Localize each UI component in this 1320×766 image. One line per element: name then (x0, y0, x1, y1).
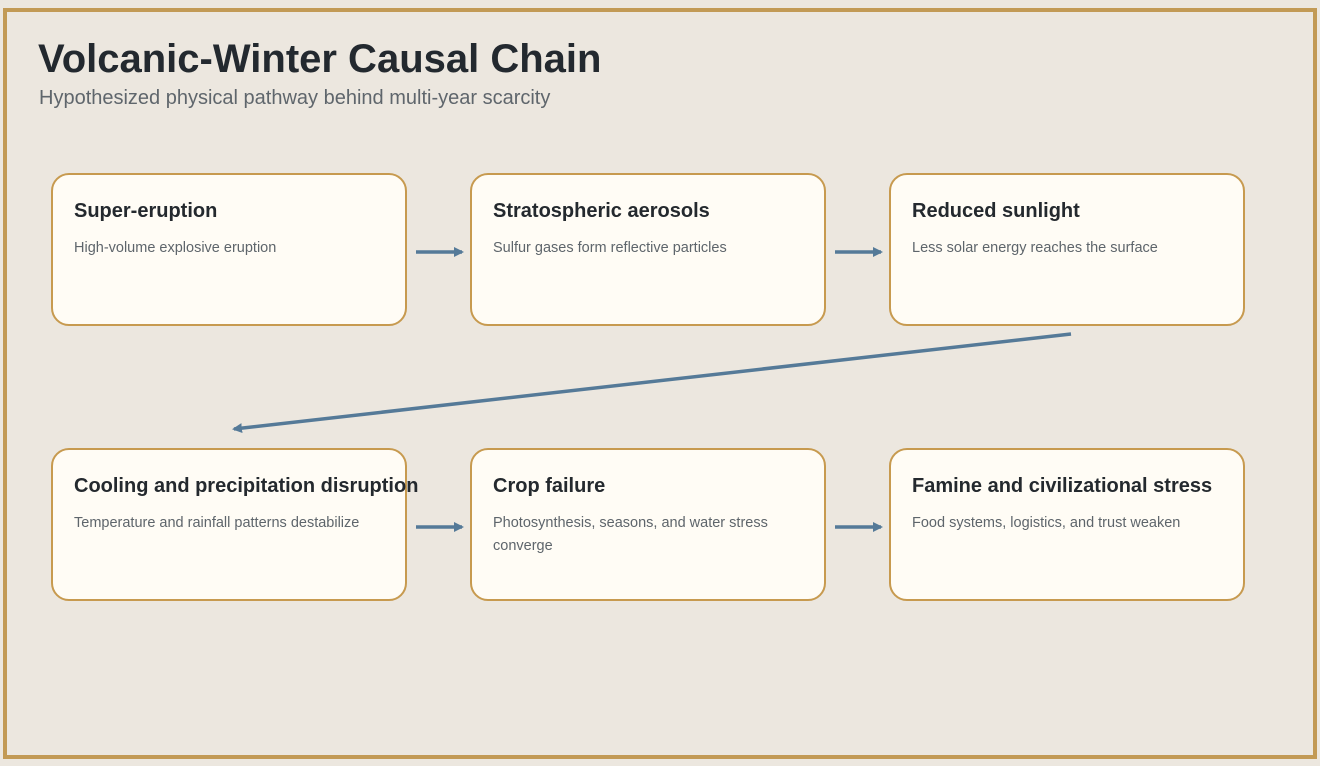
node-super-eruption: Super-eruption High-volume explosive eru… (51, 173, 407, 326)
node-title: Cooling and precipitation disruption (74, 475, 419, 497)
diagram-title: Volcanic-Winter Causal Chain (38, 37, 602, 81)
node-title: Reduced sunlight (912, 200, 1080, 222)
node-stratospheric-aerosols: Stratospheric aerosols Sulfur gases form… (470, 173, 826, 326)
node-description: Sulfur gases form reflective particles (493, 240, 727, 256)
node-description: Less solar energy reaches the surface (912, 240, 1158, 256)
node-description: Temperature and rainfall patterns destab… (74, 515, 360, 531)
node-cooling-precipitation: Cooling and precipitation disruption Tem… (51, 448, 418, 601)
node-title: Stratospheric aerosols (493, 200, 710, 222)
diagram-frame (3, 8, 1317, 759)
node-title: Super-eruption (74, 200, 218, 222)
node-crop-failure: Crop failure Photosynthesis, seasons, an… (470, 448, 826, 601)
node-description: Photosynthesis, seasons, and water stres… (493, 515, 768, 554)
node-description: Food systems, logistics, and trust weake… (912, 515, 1181, 531)
diagram-subtitle: Hypothesized physical pathway behind mul… (39, 87, 551, 109)
node-reduced-sunlight: Reduced sunlight Less solar energy reach… (889, 173, 1245, 326)
node-title: Crop failure (493, 475, 606, 497)
node-title: Famine and civilizational stress (912, 475, 1213, 497)
node-famine: Famine and civilizational stress Food sy… (889, 448, 1245, 601)
node-description: High-volume explosive eruption (74, 240, 277, 256)
